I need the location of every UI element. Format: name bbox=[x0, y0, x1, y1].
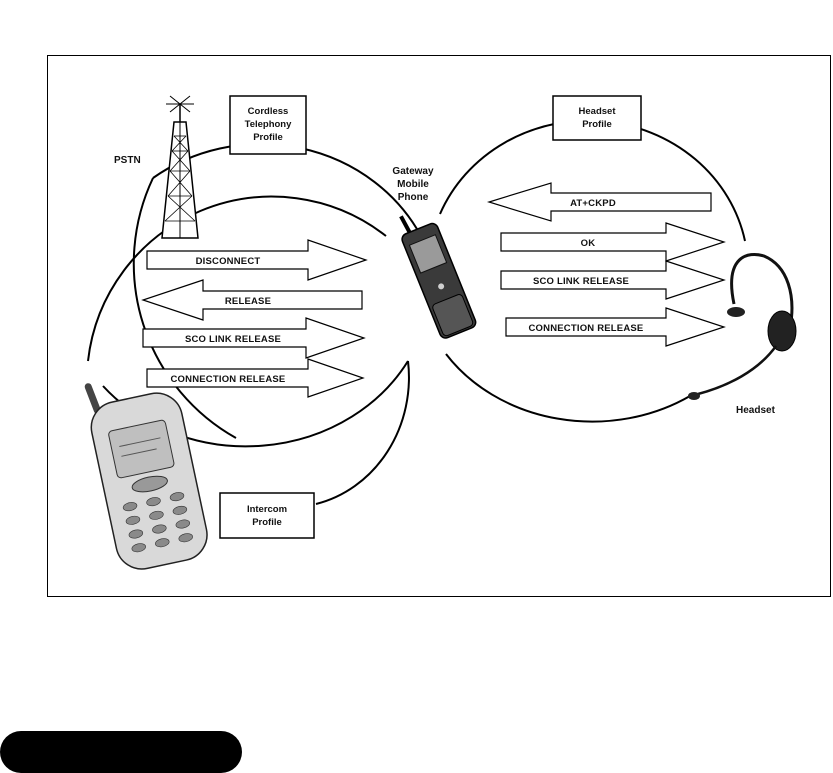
headset-profile-line-2: Profile bbox=[582, 119, 612, 130]
pstn-label: PSTN bbox=[114, 155, 141, 166]
diagram-canvas: Cordless Telephony Profile Headset Profi… bbox=[84, 95, 797, 570]
bluetooth-profile-diagram: Cordless Telephony Profile Headset Profi… bbox=[47, 55, 831, 597]
headset-profile-line-1: Headset bbox=[579, 106, 617, 117]
arrow-connection-right-label: CONNECTION RELEASE bbox=[529, 323, 644, 334]
arrow-connection-release-left: CONNECTION RELEASE bbox=[146, 358, 365, 398]
arrow-at-ckpd-label: AT+CKPD bbox=[570, 198, 616, 209]
arrow-release: RELEASE bbox=[141, 279, 363, 321]
cordless-telephony-circle-left bbox=[132, 177, 237, 439]
headset-circle-bottom bbox=[445, 353, 691, 423]
intercom-profile-line-1: Intercom bbox=[247, 504, 287, 515]
gateway-phone-icon bbox=[399, 215, 477, 339]
arrow-ok-label: OK bbox=[581, 238, 596, 249]
gateway-label-line-3: Phone bbox=[398, 192, 429, 203]
arrow-sco-left-label: SCO LINK RELEASE bbox=[185, 334, 281, 345]
intercom-phone-icon bbox=[84, 383, 208, 570]
cordless-profile-line-2: Telephony bbox=[245, 119, 293, 130]
headset-icon bbox=[688, 252, 797, 400]
intercom-circle-tail bbox=[315, 360, 410, 505]
cordless-profile-line-1: Cordless bbox=[248, 106, 289, 117]
arrow-sco-link-release-right: SCO LINK RELEASE bbox=[500, 260, 726, 300]
arrow-release-label: RELEASE bbox=[225, 296, 271, 307]
intercom-circle bbox=[87, 195, 387, 362]
arrow-disconnect: DISCONNECT bbox=[146, 239, 368, 281]
gateway-label-line-1: Gateway bbox=[392, 166, 434, 177]
headset-label: Headset bbox=[736, 405, 776, 416]
arrow-at-ckpd: AT+CKPD bbox=[486, 182, 712, 222]
cordless-telephony-profile-box: Cordless Telephony Profile bbox=[229, 95, 307, 155]
footer-pill bbox=[0, 731, 242, 773]
arrow-sco-link-release-left: SCO LINK RELEASE bbox=[142, 317, 366, 359]
gateway-label-line-2: Mobile bbox=[397, 179, 429, 190]
arrow-connection-release-right: CONNECTION RELEASE bbox=[505, 307, 726, 347]
arrow-ok: OK bbox=[500, 222, 726, 262]
intercom-profile-line-2: Profile bbox=[252, 517, 282, 528]
arrow-disconnect-label: DISCONNECT bbox=[196, 256, 261, 267]
headset-profile-box: Headset Profile bbox=[552, 95, 642, 141]
arrow-connection-left-label: CONNECTION RELEASE bbox=[171, 374, 286, 385]
intercom-profile-box: Intercom Profile bbox=[219, 492, 315, 539]
arrow-sco-right-label: SCO LINK RELEASE bbox=[533, 276, 629, 287]
pstn-tower-icon bbox=[161, 95, 199, 239]
cordless-profile-line-3: Profile bbox=[253, 132, 283, 143]
